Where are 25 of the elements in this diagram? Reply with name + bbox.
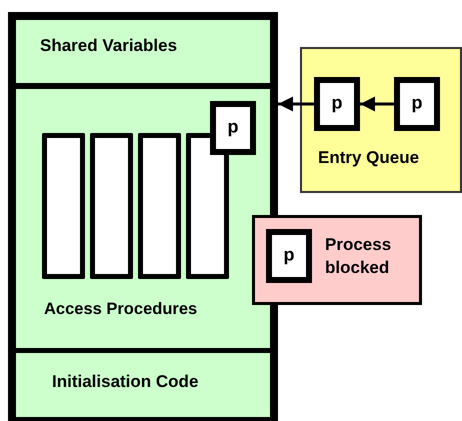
entry-queue-box (300, 47, 462, 193)
access-procedures-section (16, 89, 270, 348)
process-box (266, 229, 312, 283)
section-label: Process blocked (325, 234, 392, 279)
procedure-bar (42, 133, 85, 279)
process-label: p (228, 116, 238, 138)
section-label: Access Procedures (44, 300, 198, 319)
process-box (210, 101, 256, 155)
process-label: p (332, 92, 342, 114)
initialisation-section (16, 353, 270, 417)
procedure-bar (138, 133, 181, 279)
arrow (278, 96, 314, 112)
process-box (314, 77, 360, 131)
blocked-process-box (252, 215, 422, 305)
shared-variables-section (16, 20, 270, 83)
process-label: p (284, 244, 294, 266)
section-label: Entry Queue (318, 148, 420, 168)
process-label: p (412, 92, 422, 114)
section-label: Shared Variables (40, 36, 178, 56)
section-label: Initialisation Code (52, 372, 198, 392)
arrow (360, 96, 394, 112)
procedure-bar (90, 133, 133, 279)
procedure-bar (186, 133, 229, 279)
monitor-box (8, 12, 278, 421)
process-box (394, 77, 440, 131)
